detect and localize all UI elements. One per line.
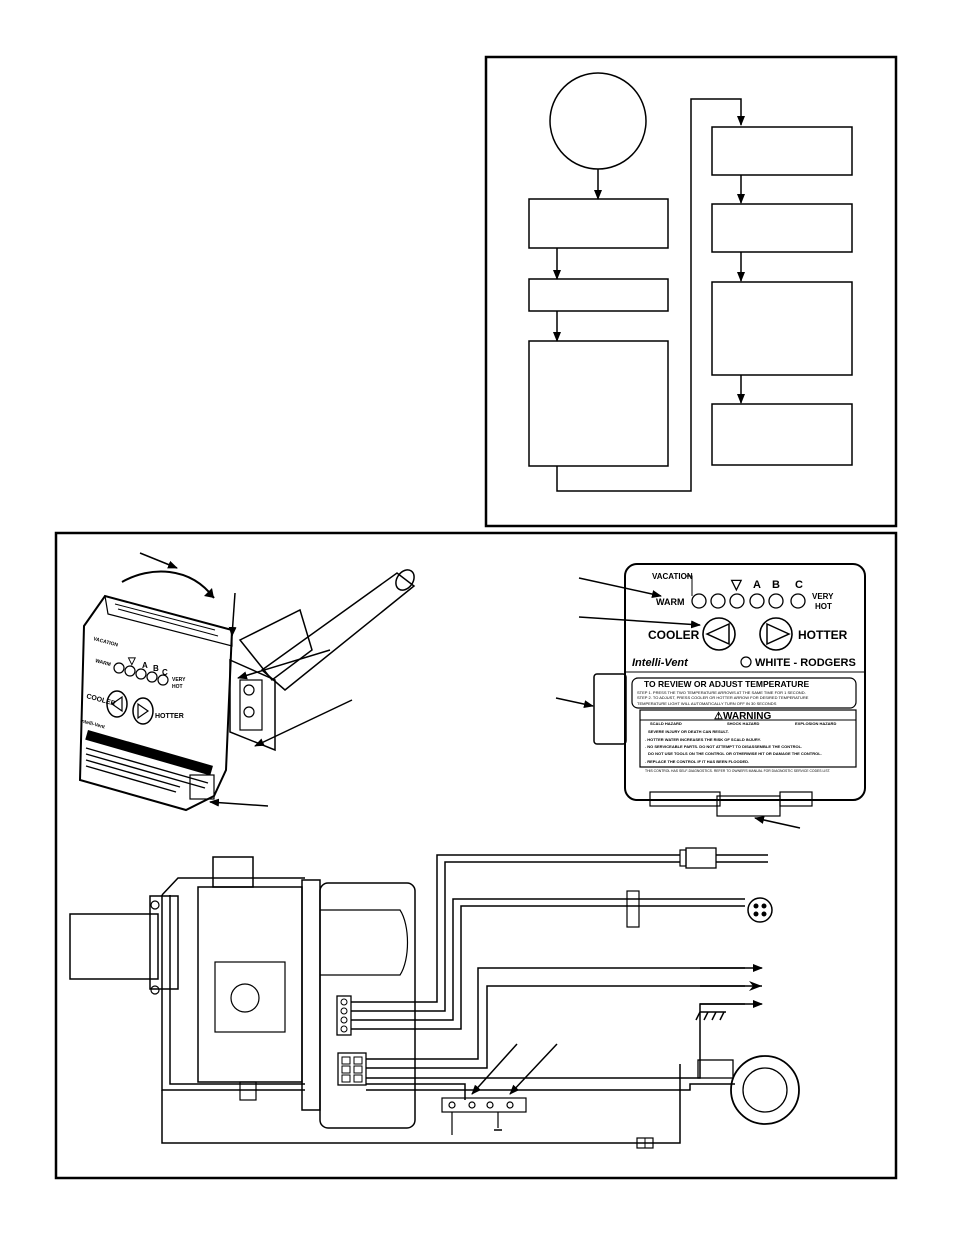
label-triangle: ▽ xyxy=(730,576,743,592)
warning-line-6: THIS CONTROL HAS SELF-DIAGNOSTICS. REFER… xyxy=(645,769,830,773)
side-label-hot: HOT xyxy=(172,684,183,690)
led-triangle xyxy=(729,593,745,609)
flowchart-panel xyxy=(484,55,898,528)
label-warm: WARM xyxy=(656,597,685,607)
side-label-hotter: HOTTER xyxy=(155,713,184,720)
brand-logo-icon xyxy=(740,656,752,668)
label-product: Intelli-Vent xyxy=(632,657,689,669)
label-c: C xyxy=(795,579,803,591)
flowchart-box-3 xyxy=(528,340,669,467)
hazard-explosion: EXPLOSION HAZARD xyxy=(795,721,836,726)
side-label-b: B xyxy=(153,664,159,673)
cooler-arrow-icon xyxy=(705,622,730,646)
pressure-switch-icon xyxy=(441,1097,527,1135)
warning-line-4: DO NOT USE TOOLS ON THE CONTROL OR OTHER… xyxy=(648,751,822,756)
side-label-cooler: COOLER xyxy=(85,693,116,708)
review-step-1: STEP 1. PRESS THE TWO TEMPERATURE ARROWS… xyxy=(637,690,806,695)
svg-text:VACATION: VACATION xyxy=(92,636,118,648)
blower-icon xyxy=(697,1055,800,1125)
led-c xyxy=(790,593,806,609)
warning-line-1: SEVERE INJURY OR DEATH CAN RESULT. xyxy=(648,729,729,734)
led-warm xyxy=(691,593,707,609)
ground-icon xyxy=(695,1011,726,1021)
wiring-diagram xyxy=(69,847,800,1149)
side-label-product: Intelli-Vent xyxy=(79,718,105,730)
flowchart-connector xyxy=(556,98,745,492)
label-cooler: COOLER xyxy=(648,628,700,642)
plug-icon xyxy=(747,897,773,923)
hotter-arrow-icon xyxy=(766,622,791,646)
flowchart-box-7 xyxy=(711,403,853,466)
label-hotter: HOTTER xyxy=(798,628,848,642)
flowchart-box-4 xyxy=(711,126,853,176)
label-brand: WHITE - RODGERS xyxy=(755,657,856,669)
flowchart-box-5 xyxy=(711,203,853,253)
flowchart-box-6 xyxy=(711,281,853,376)
flowchart-box-1 xyxy=(528,198,669,249)
led-2 xyxy=(710,593,726,609)
review-title: TO REVIEW OR ADJUST TEMPERATURE xyxy=(644,679,809,689)
label-hot: HOT xyxy=(815,602,832,611)
label-b: B xyxy=(772,579,780,591)
hazard-shock: SHOCK HAZARD xyxy=(727,721,760,726)
side-label-c: C xyxy=(162,668,168,677)
svg-text:WARM: WARM xyxy=(94,658,111,668)
review-step-3: TEMPERATURE LIGHT WILL AUTOMATICALLY TUR… xyxy=(637,701,777,706)
hazard-scald: SCALD HAZARD xyxy=(650,721,682,726)
warning-line-3: . NO SERVICEABLE PARTS. DO NOT ATTEMPT T… xyxy=(645,744,802,749)
svg-text:▽: ▽ xyxy=(127,656,136,667)
warning-line-2: . HOTTER WATER INCREASES THE RISK OF SCA… xyxy=(645,737,761,742)
label-a: A xyxy=(753,579,761,591)
control-front-view: VACATION WARM ▽ A B C VERY HOT COOLER HO… xyxy=(555,563,866,829)
warning-line-5: . REPLACE THE CONTROL IF IT HAS BEEN FLO… xyxy=(645,759,749,764)
label-very: VERY xyxy=(812,592,834,601)
control-isometric-view: VACATION WARM ▽ A B C VERY HOT COOLER HO… xyxy=(78,552,416,812)
warning-title: ⚠WARNING xyxy=(714,711,772,722)
side-label-very: VERY xyxy=(172,677,186,683)
led-b xyxy=(768,593,784,609)
review-step-2: STEP 2. TO ADJUST, PRESS COOLER OR HOTTE… xyxy=(637,695,809,700)
illustration-panel xyxy=(54,531,898,1180)
flowchart-box-2 xyxy=(528,278,669,312)
side-label-a: A xyxy=(142,661,148,670)
flowchart-start-circle xyxy=(549,72,647,170)
led-a xyxy=(749,593,765,609)
label-vacation: VACATION xyxy=(652,572,693,581)
cooler-button[interactable] xyxy=(702,617,736,651)
hotter-button[interactable] xyxy=(759,617,793,651)
